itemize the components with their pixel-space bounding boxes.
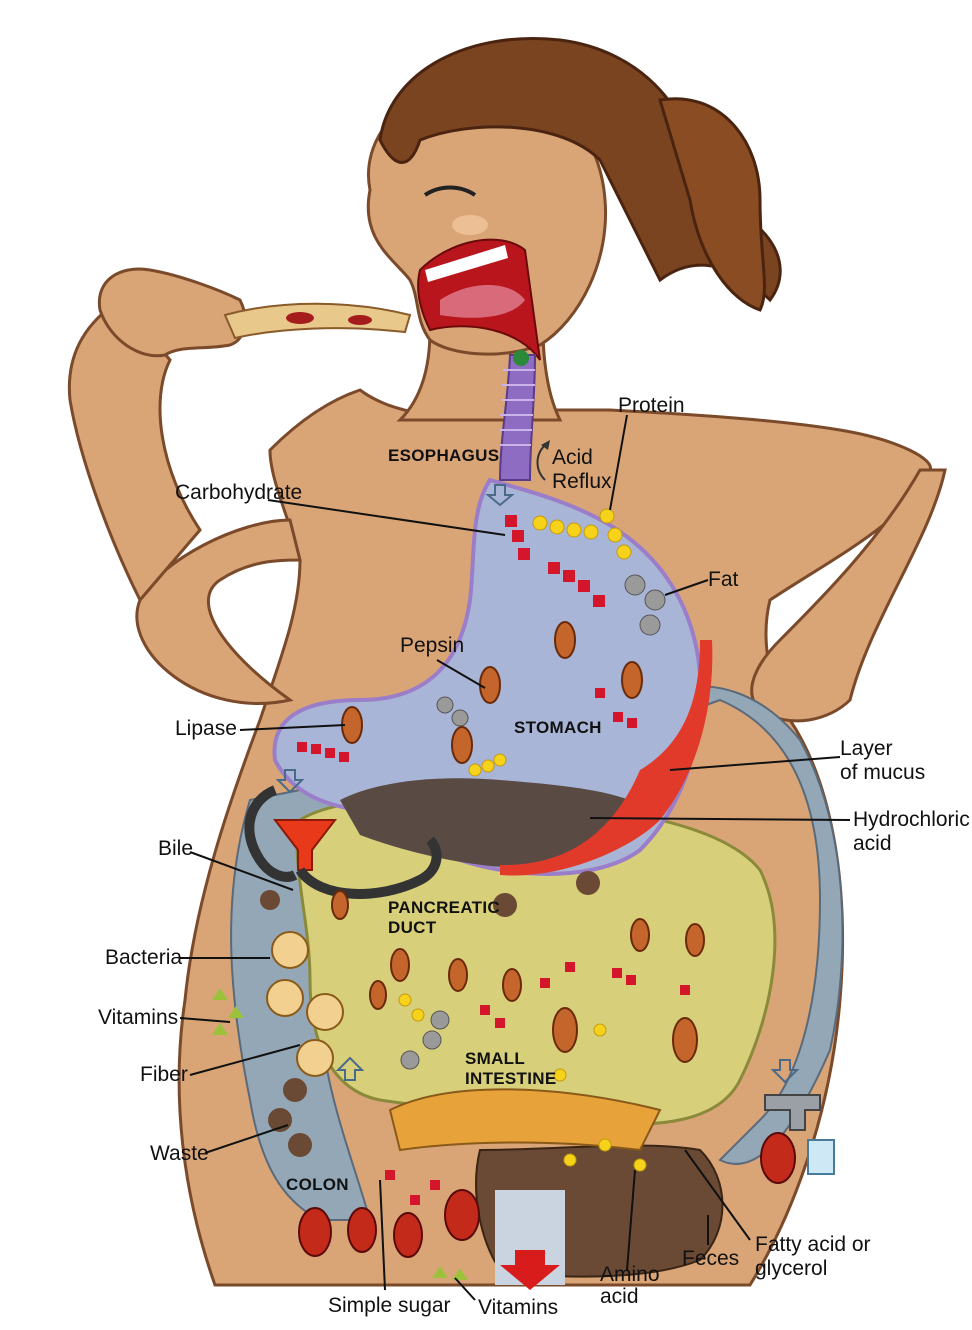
water-glass [808,1140,834,1174]
amino-acid-label-1: Amino [600,1263,660,1287]
fiber-label: Fiber [140,1063,188,1087]
bile-label: Bile [158,837,193,861]
pancreatic-duct-label-1: PANCREATIC [388,898,500,918]
pancreatic-duct-label-2: DUCT [388,918,436,938]
stomach-label: STOMACH [514,718,602,738]
vitamins-bottom-label: Vitamins [478,1296,558,1320]
waste-label: Waste [150,1142,209,1166]
hand [99,269,245,356]
feces-label: Feces [682,1247,739,1271]
cheek [452,215,488,235]
acid-reflux-label-1: Acid [552,446,593,470]
fat-label: Fat [708,568,738,592]
layer-of-mucus-label-1: Layer [840,737,893,761]
fatty-acid-label-1: Fatty acid or [755,1233,871,1257]
layer-of-mucus-label-2: of mucus [840,761,925,785]
food-bolus [513,350,529,366]
lipase-label: Lipase [175,717,237,741]
protein-label: Protein [618,394,685,418]
simple-sugar-label: Simple sugar [328,1294,451,1318]
bacteria-label: Bacteria [105,946,182,970]
vitamins-left-label: Vitamins [98,1006,178,1030]
small-intestine-label-1: SMALL [465,1049,525,1069]
pizza-pepperoni [286,312,314,324]
pizza-slice [225,304,410,338]
hydrochloric-acid-label-1: Hydrochloric [853,808,970,832]
amino-acid-label-2: acid [600,1285,639,1309]
fatty-acid-label-2: glycerol [755,1257,827,1281]
pizza-pepperoni [348,315,372,325]
carbohydrate-label: Carbohydrate [175,481,302,505]
colon-label: COLON [286,1175,349,1195]
esophagus-label: ESOPHAGUS [388,446,499,466]
small-intestine-label-2: INTESTINE [465,1069,557,1089]
pepsin-label: Pepsin [400,634,464,658]
acid-reflux-label-2: Reflux [552,470,612,494]
hydrochloric-acid-label-2: acid [853,832,892,856]
